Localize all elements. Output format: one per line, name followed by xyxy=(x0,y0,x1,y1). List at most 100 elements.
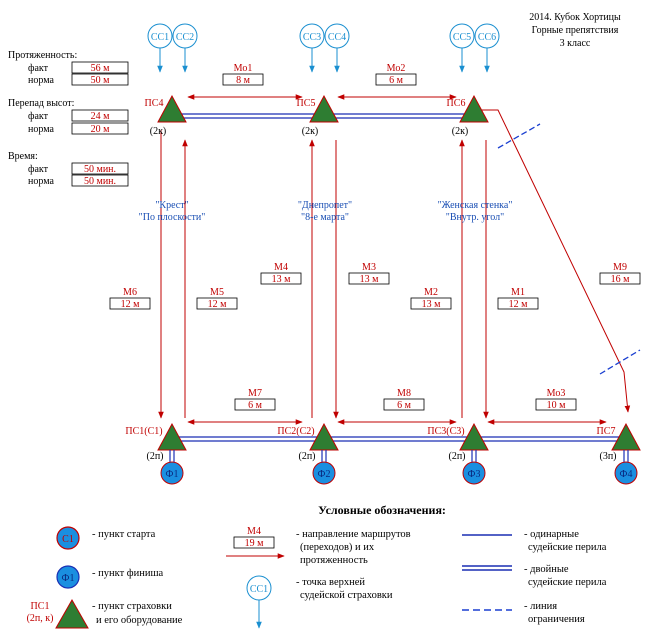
legend-belay-point-label: ПС1 xyxy=(31,601,50,612)
length-fact-value: 56 м xyxy=(91,63,111,74)
length-fact-box xyxy=(71,61,129,74)
finish-f2-circle xyxy=(312,461,336,485)
height-fact-label: факт xyxy=(28,111,49,122)
route-mo3-box xyxy=(535,398,577,411)
route-mo2-box xyxy=(375,73,417,86)
legend-route-text-3: протяженность xyxy=(300,555,368,566)
time-fact-label: факт xyxy=(28,164,49,175)
route-mo2-name: Мо2 xyxy=(387,63,406,74)
bottom-nodes: ПС1(С1) (2п) Ф1 ПС2(С2) (2п) Ф2 ПС3(С3) … xyxy=(125,422,641,485)
length-norm-box xyxy=(71,73,129,86)
stage-1-name-2: "По плоскости" xyxy=(139,212,206,223)
route-m2-name: М2 xyxy=(424,287,438,298)
legend-belay-point-text-2: и его оборудование xyxy=(96,615,183,626)
route-m2-value: 13 м xyxy=(422,299,442,310)
route-m9-box xyxy=(599,272,641,285)
legend-belay-point-sub: (2п, к) xyxy=(27,613,54,624)
node-ps3-triangle xyxy=(459,422,489,451)
top-belay-points: СС1 СС2 СС3 СС4 СС5 СС6 xyxy=(147,23,500,73)
routes-vertical: М6 12 м М5 12 м М4 13 м М3 13 м М2 13 м … xyxy=(109,130,641,419)
top-belay-cc2-label: СС2 xyxy=(176,32,194,43)
node-ps6-triangle xyxy=(459,94,489,123)
finish-f4-label: Ф4 xyxy=(620,469,633,480)
node-ps6: ПС6 (2к) xyxy=(447,94,489,137)
route-m4-box xyxy=(260,272,302,285)
node-ps5: ПС5 (2к) xyxy=(297,94,339,137)
legend-start-symbol xyxy=(56,526,80,550)
route-m6-box xyxy=(109,297,151,310)
top-belay-cc4-label: СС4 xyxy=(328,32,346,43)
stage-1-name-1: "Крест" xyxy=(155,200,188,211)
node-ps5-triangle xyxy=(309,94,339,123)
node-ps4-triangle xyxy=(157,94,187,123)
route-m4-name: М4 xyxy=(274,262,288,273)
header-line-2: Горные препятствия xyxy=(532,25,619,36)
route-m3-box xyxy=(348,272,390,285)
route-m5-value: 12 м xyxy=(208,299,228,310)
finish-f3-circle xyxy=(462,461,486,485)
node-ps7-triangle xyxy=(611,422,641,451)
height-fact-value: 24 м xyxy=(91,111,111,122)
legend-single-rail-text-1: - одинарные xyxy=(524,529,579,540)
node-ps3-sub: (2п) xyxy=(448,451,465,462)
top-belay-cc4: СС4 xyxy=(324,23,350,73)
legend-single-rail-text-2: судейские перила xyxy=(528,542,607,553)
node-ps1: ПС1(С1) (2п) Ф1 xyxy=(125,422,187,485)
legend-limit-text-2: ограничения xyxy=(528,614,585,625)
length-title: Протяженность: xyxy=(8,50,77,61)
route-m6-name: М6 xyxy=(123,287,137,298)
node-ps2-sub: (2п) xyxy=(298,451,315,462)
finish-f3-label: Ф3 xyxy=(468,469,481,480)
route-m6-value: 12 м xyxy=(121,299,141,310)
node-ps4-label: ПС4 xyxy=(145,98,164,109)
legend-route-text-2: (переходов) и их xyxy=(300,542,375,553)
legend-route-sample-value: 19 м xyxy=(245,538,265,549)
legend-finish-symbol xyxy=(56,565,80,589)
legend-belay-point-symbol xyxy=(55,598,89,629)
stage-2-name-2: "8-е марта" xyxy=(301,212,349,223)
route-mo1-box xyxy=(222,73,264,86)
legend-double-rail-text-1: - двойные xyxy=(524,564,569,575)
length-norm-label: норма xyxy=(28,75,54,86)
node-ps3: ПС3(С3) (2п) Ф3 xyxy=(427,422,489,485)
finish-f1-label: Ф1 xyxy=(166,469,179,480)
node-ps5-sub: (2к) xyxy=(302,126,319,137)
height-norm-label: норма xyxy=(28,124,54,135)
height-norm-value: 20 м xyxy=(91,124,111,135)
top-belay-cc5-label: СС5 xyxy=(453,32,471,43)
height-title: Перепад высот: xyxy=(8,98,74,109)
legend-top-belay-text-2: судейской страховки xyxy=(300,590,393,601)
routes-top: Мо1 8 м Мо2 6 м xyxy=(187,63,457,100)
top-belay-cc5: СС5 xyxy=(449,23,475,73)
top-nodes: ПС4 (2к) ПС5 (2к) ПС6 (2к) xyxy=(145,94,489,137)
finish-f2-label: Ф2 xyxy=(318,469,331,480)
node-ps3-label: ПС3(С3) xyxy=(427,426,464,437)
top-belay-cc2: СС2 xyxy=(172,23,198,73)
legend-top-belay-text-1: - точка верхней xyxy=(296,577,365,588)
top-belay-cc6-label: СС6 xyxy=(478,32,496,43)
node-ps7: ПС7 (3п) Ф4 xyxy=(597,422,641,485)
route-m4-value: 13 м xyxy=(272,274,292,285)
route-m5-name: М5 xyxy=(210,287,224,298)
header-line-3: 3 класс xyxy=(560,38,591,49)
time-norm-box xyxy=(71,174,129,187)
route-m1-value: 12 м xyxy=(509,299,529,310)
node-ps1-triangle xyxy=(157,422,187,451)
stage-names: "Крест" "По плоскости" "Днепропет" "8-е … xyxy=(139,200,513,223)
route-m3-name: М3 xyxy=(362,262,376,273)
limit-line-bottom xyxy=(599,349,641,375)
length-norm-value: 50 м xyxy=(91,75,111,86)
legend: Условные обозначения: С1 - пункт старта … xyxy=(27,503,607,629)
finish-f4-circle xyxy=(614,461,638,485)
time-fact-value: 50 мин. xyxy=(84,164,116,175)
time-norm-value: 50 мин. xyxy=(84,176,116,187)
route-mo3-value: 10 м xyxy=(547,400,567,411)
route-m2-box xyxy=(410,297,452,310)
height-fact-box xyxy=(71,109,129,122)
legend-title: Условные обозначения: xyxy=(318,503,446,517)
legend-finish-text: - пункт финиша xyxy=(92,568,164,579)
node-ps7-sub: (3п) xyxy=(599,451,616,462)
legend-double-rail-text-2: судейские перила xyxy=(528,577,607,588)
route-m7-value: 6 м xyxy=(248,400,263,411)
stage-3-name-2: "Внутр. угол" xyxy=(446,212,504,223)
